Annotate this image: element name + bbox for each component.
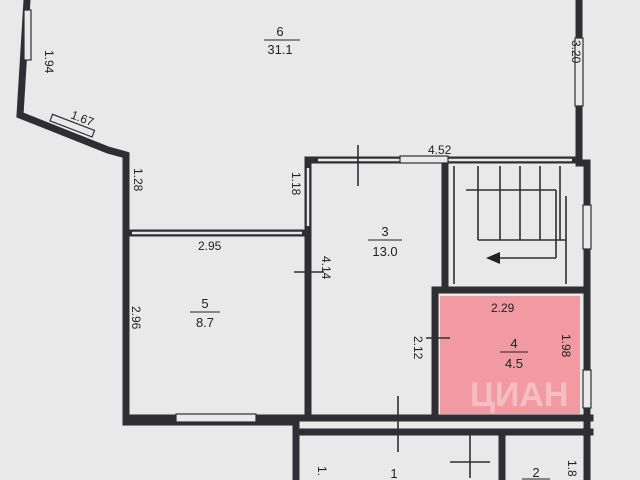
- watermark-text: ЦИАН: [470, 376, 568, 414]
- dim-room4-left: 2.12: [411, 336, 425, 360]
- room-5-number: 5: [201, 296, 208, 311]
- dim-room5-right: 4.14: [319, 256, 333, 280]
- window-right-top: [574, 37, 584, 107]
- dim-top-stair: 4.52: [428, 143, 452, 157]
- room-5-area: 8.7: [196, 315, 214, 330]
- dim-room3-left: 1.18: [289, 172, 303, 196]
- dim-right-top: 3.20: [569, 40, 583, 64]
- window-top-stair: [399, 155, 449, 164]
- staircase: [453, 166, 567, 284]
- dim-left-top: 1.94: [42, 50, 56, 74]
- room-5-label[interactable]: 5 8.7: [190, 296, 220, 330]
- room-6-number: 6: [276, 24, 283, 39]
- room-3-number: 3: [381, 224, 388, 239]
- room-2-label[interactable]: 2: [522, 465, 550, 480]
- room-6-label[interactable]: 6 31.1: [264, 24, 300, 57]
- window-left: [23, 9, 32, 61]
- dim-room5-left: 2.96: [129, 306, 143, 330]
- dim-room4-top: 2.29: [491, 301, 515, 315]
- room-4-number: 4: [510, 336, 517, 351]
- room-2-number: 2: [532, 465, 539, 480]
- diagonal-wall-inner: [26, 115, 115, 151]
- room-1-number: 1: [390, 466, 397, 480]
- room-6-area: 31.1: [267, 42, 292, 57]
- room-3-area: 13.0: [372, 244, 397, 259]
- window-diagonal: [49, 113, 96, 138]
- room-4-area: 4.5: [505, 356, 523, 371]
- room-1-label[interactable]: 1: [390, 466, 397, 480]
- room-3-label[interactable]: 3 13.0: [368, 224, 402, 259]
- window-bottom: [175, 413, 257, 423]
- dim-left-mid: 1.28: [131, 168, 145, 192]
- room-4-highlight[interactable]: [440, 296, 580, 414]
- window-right-mid: [582, 204, 592, 250]
- room-4-label[interactable]: 4 4.5: [500, 336, 528, 371]
- window-right-low: [582, 369, 592, 409]
- dim-bottom-left: 1.: [315, 466, 329, 476]
- dim-room5-top: 2.95: [198, 239, 222, 253]
- dim-bottom-right: 1.8: [565, 460, 579, 477]
- dim-room4-right: 1.98: [559, 334, 573, 358]
- stair-arrow-icon: [486, 252, 500, 264]
- outer-wall: [16, 0, 300, 480]
